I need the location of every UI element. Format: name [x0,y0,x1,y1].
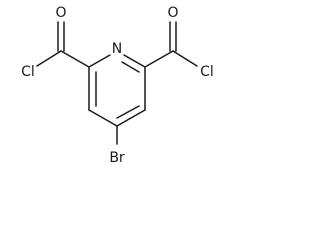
molecule-structure: O O N Cl Cl Br [21,5,214,166]
bond-c6-n-inner [121,61,140,73]
atom-label-oxygen-left: O [55,5,66,21]
bond-c6-n-outer [123,54,146,68]
bond-carbonyl-cl-right [172,50,198,67]
atom-label-chlorine-left: Cl [21,64,35,80]
bond-c4-c5-inner [116,105,140,119]
bond-n-c2 [88,54,111,68]
atom-label-bromine: Br [109,150,125,166]
bond-carbonyl-cl-left [36,50,62,67]
bond-c4-c5-outer [116,109,146,127]
bond-c3-c4 [88,109,118,127]
atom-label-chlorine-right: Cl [200,64,214,80]
atom-label-oxygen-right: O [167,5,178,21]
bond-c6-carbonyl-right [144,50,174,68]
structure-canvas: O O N Cl Cl Br [21,5,214,166]
bond-c2-carbonyl-left [60,50,90,68]
atom-label-nitrogen: N [112,41,122,57]
